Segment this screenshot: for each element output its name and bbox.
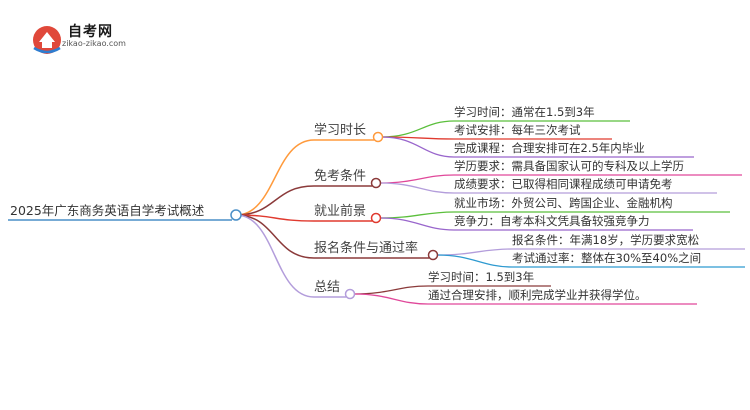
- leaf-connector: [381, 136, 455, 158]
- leaf-summary-conclusion: 通过合理安排，顺利完成学业并获得学位。: [428, 288, 647, 302]
- leaf-registration-condition: 报名条件：年满18岁，学历要求宽松: [512, 233, 700, 247]
- branch-exemption-label: 免考条件: [314, 169, 367, 184]
- branch-registration-label: 报名条件与通过率: [314, 241, 419, 256]
- leaf-connector: [353, 293, 429, 305]
- branch-career-label: 就业前景: [314, 204, 367, 219]
- leaf-connector: [379, 211, 455, 219]
- leaf-education-requirement: 学历要求：需具备国家认可的专科及以上学历: [454, 159, 684, 173]
- branch-node-circle: [427, 249, 439, 261]
- leaf-study-time: 学习时间：通常在1.5到3年: [454, 105, 595, 119]
- branch-study-duration-label: 学习时长: [314, 123, 367, 138]
- branch-summary-label: 总结: [314, 280, 341, 295]
- leaf-exam-schedule: 考试安排：每年三次考试: [454, 123, 581, 137]
- leaf-summary-duration: 学习时间：1.5到3年: [428, 270, 535, 284]
- leaf-connector: [379, 174, 455, 184]
- branch-connector: [235, 214, 315, 298]
- branch-node-circle: [372, 131, 384, 143]
- root-node-label: 2025年广东商务英语自学考试概述: [10, 203, 205, 218]
- leaf-pass-rate: 考试通过率：整体在30%至40%之间: [512, 251, 702, 265]
- leaf-connector: [436, 248, 513, 256]
- leaf-connector: [436, 254, 513, 268]
- branch-connector: [235, 214, 315, 222]
- root-node-circle: [230, 209, 242, 221]
- branch-connector: [235, 139, 315, 216]
- branch-node-circle: [370, 212, 382, 224]
- leaf-connector: [353, 285, 429, 295]
- logo-icon: [33, 26, 61, 54]
- branch-node-circle: [344, 288, 356, 300]
- leaf-connector: [379, 217, 455, 231]
- logo-name: 自考网: [68, 24, 113, 40]
- branch-node-circle: [370, 177, 382, 189]
- logo-url: zikao-zikao.com: [62, 39, 126, 48]
- leaf-course-completion: 完成课程：合理安排可在2.5年内毕业: [454, 141, 645, 155]
- leaf-job-market: 就业市场：外贸公司、跨国企业、金融机构: [454, 196, 673, 210]
- leaf-connector: [381, 120, 455, 138]
- leaf-competitiveness: 竞争力：自考本科文凭具备较强竞争力: [454, 214, 650, 228]
- branch-connector: [235, 214, 315, 259]
- leaf-connector: [379, 182, 455, 194]
- leaf-score-requirement: 成绩要求：已取得相同课程成绩可申请免考: [454, 177, 673, 191]
- branch-connector: [235, 185, 315, 216]
